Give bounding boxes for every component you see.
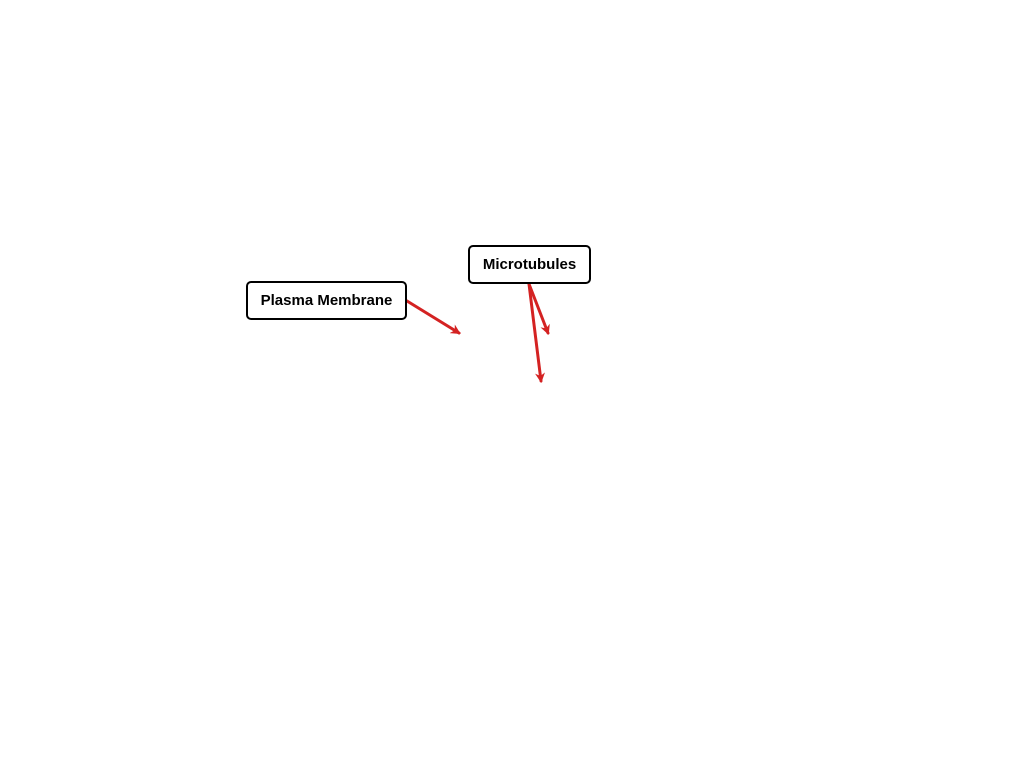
microtubules-label: Microtubules — [468, 245, 591, 284]
microtubules-arrow-short — [527, 282, 550, 335]
microtubules-arrow-long — [527, 282, 545, 383]
plasma-membrane-label: Plasma Membrane — [246, 281, 407, 320]
plasma-membrane-text: Plasma Membrane — [260, 292, 393, 309]
plasma-membrane-arrow — [405, 299, 461, 335]
microtubules-text: Microtubules — [482, 256, 577, 273]
